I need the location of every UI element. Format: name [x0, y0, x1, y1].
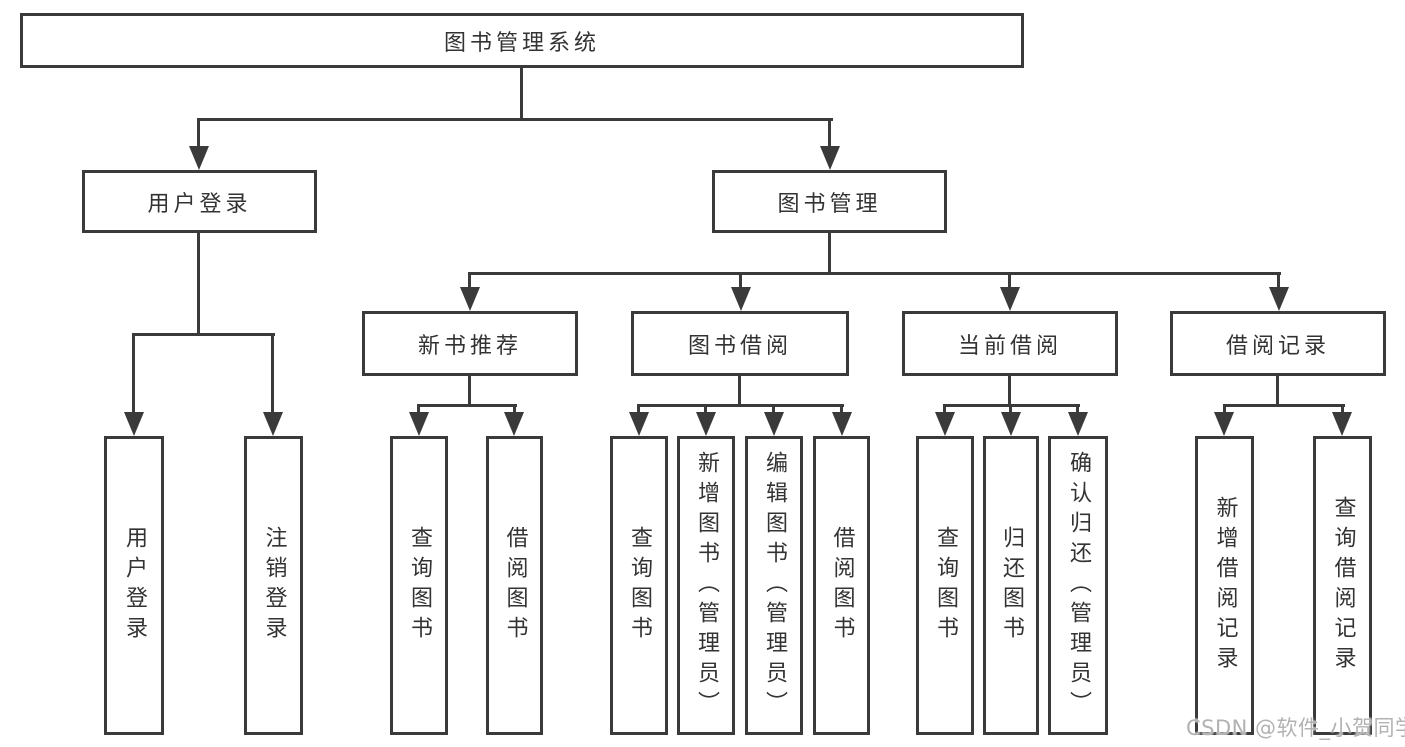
- arrow-down-icon: [1214, 412, 1234, 436]
- leaf-borrow-books-recommend: 借阅图书: [486, 436, 543, 735]
- connector-user-login-branch-bar: [132, 333, 275, 336]
- leaf-label: 归还图书: [999, 525, 1024, 646]
- connector-drop: [1341, 404, 1344, 416]
- connector-borrowing-records-stem: [1276, 376, 1279, 406]
- node-user-login: 用户登录: [82, 170, 317, 233]
- arrow-down-icon: [263, 412, 283, 436]
- arrow-down-icon: [1068, 412, 1088, 436]
- connector-new-book-recommendation-stem: [468, 376, 471, 406]
- connector-to-leaf-user-login: [132, 333, 135, 415]
- leaf-label: 用户登录: [122, 525, 147, 646]
- leaf-edit-book-admin: 编辑图书（管理员）: [745, 436, 803, 735]
- connector-drop: [1076, 404, 1079, 416]
- leaf-label: 编辑图书（管理员）: [762, 450, 787, 721]
- node-label: 新书推荐: [417, 333, 522, 359]
- connector-to-book-borrowing: [739, 272, 742, 290]
- arrow-down-icon: [189, 146, 209, 170]
- leaf-return-book: 归还图书: [983, 436, 1039, 735]
- leaf-add-book-admin: 新增图书（管理员）: [677, 436, 735, 735]
- connector-user-login-stem: [197, 233, 200, 335]
- leaf-label: 借阅图书: [829, 525, 855, 646]
- connector-to-new-book-recommendation: [468, 272, 471, 290]
- leaf-label: 查询图书: [407, 525, 432, 646]
- leaf-logout: 注销登录: [244, 436, 303, 735]
- leaf-label: 查询图书: [933, 525, 958, 646]
- node-label: 图书借阅: [687, 333, 792, 359]
- leaf-query-books-recommend: 查询图书: [390, 436, 448, 735]
- leaf-query-books-current: 查询图书: [916, 436, 974, 735]
- leaf-borrow-books-borrowing: 借阅图书: [813, 436, 870, 735]
- leaf-add-borrow-record: 新增借阅记录: [1195, 436, 1254, 735]
- leaf-label: 确认归还（管理员）: [1066, 450, 1091, 721]
- node-label: 借阅记录: [1225, 333, 1330, 359]
- connector-book-borrowing-stem: [738, 376, 741, 406]
- leaf-query-books-borrowing: 查询图书: [610, 436, 668, 735]
- arrow-down-icon: [935, 412, 955, 436]
- leaf-confirm-return-admin: 确认归还（管理员）: [1048, 436, 1108, 735]
- node-book-borrowing: 图书借阅: [631, 311, 849, 376]
- leaf-user-login: 用户登录: [104, 436, 164, 735]
- arrow-down-icon: [629, 412, 649, 436]
- node-label: 用户登录: [147, 191, 252, 217]
- connector-drop: [1009, 404, 1012, 416]
- connector-drop: [704, 404, 707, 416]
- node-borrowing-records: 借阅记录: [1170, 311, 1386, 376]
- connector-root-to-user-login: [197, 118, 200, 150]
- arrow-down-icon: [1269, 287, 1289, 311]
- connector-drop: [1223, 404, 1226, 416]
- arrow-down-icon: [1332, 412, 1352, 436]
- arrow-down-icon: [409, 412, 429, 436]
- node-library-management-system: 图书管理系统: [20, 13, 1024, 68]
- node-new-book-recommendation: 新书推荐: [362, 311, 578, 376]
- connector-book-management-branch-bar: [468, 272, 1281, 275]
- connector-new-book-recommendation-bar: [417, 404, 517, 407]
- connector-to-borrowing-records: [1277, 272, 1280, 290]
- arrow-down-icon: [460, 287, 480, 311]
- node-label: 图书管理系统: [443, 30, 600, 56]
- arrow-down-icon: [696, 412, 716, 436]
- arrow-down-icon: [1000, 287, 1020, 311]
- leaf-label: 新增图书（管理员）: [694, 450, 719, 721]
- connector-book-borrowing-bar: [637, 404, 844, 407]
- leaf-label: 借阅图书: [502, 525, 528, 646]
- node-label: 图书管理: [777, 191, 882, 217]
- connector-drop: [417, 404, 420, 416]
- connector-drop: [772, 404, 775, 416]
- connector-root-to-book-management: [828, 118, 831, 150]
- connector-drop: [637, 404, 640, 416]
- connector-borrowing-records-bar: [1223, 404, 1345, 407]
- connector-drop: [513, 404, 516, 416]
- connector-drop: [840, 404, 843, 416]
- arrow-down-icon: [731, 287, 751, 311]
- arrow-down-icon: [1001, 412, 1021, 436]
- csdn-watermark: CSDN @软件_小贺同学: [1186, 716, 1405, 740]
- leaf-label: 查询图书: [627, 525, 652, 646]
- arrow-down-icon: [124, 412, 144, 436]
- connector-root-branch-bar: [197, 118, 833, 121]
- connector-to-leaf-logout: [271, 333, 274, 415]
- leaf-label: 注销登录: [261, 525, 287, 646]
- connector-root-stem: [520, 67, 523, 120]
- connector-drop: [943, 404, 946, 416]
- connector-book-management-stem: [828, 233, 831, 274]
- arrow-down-icon: [820, 146, 840, 170]
- leaf-query-borrow-record: 查询借阅记录: [1313, 436, 1372, 735]
- node-current-borrowing: 当前借阅: [902, 311, 1118, 376]
- connector-current-borrowing-stem: [1008, 376, 1011, 406]
- arrow-down-icon: [832, 412, 852, 436]
- connector-to-current-borrowing: [1008, 272, 1011, 290]
- leaf-label: 新增借阅记录: [1212, 495, 1238, 676]
- arrow-down-icon: [504, 412, 524, 436]
- node-label: 当前借阅: [957, 333, 1062, 359]
- arrow-down-icon: [764, 412, 784, 436]
- leaf-label: 查询借阅记录: [1330, 495, 1356, 676]
- node-book-management: 图书管理: [712, 170, 947, 233]
